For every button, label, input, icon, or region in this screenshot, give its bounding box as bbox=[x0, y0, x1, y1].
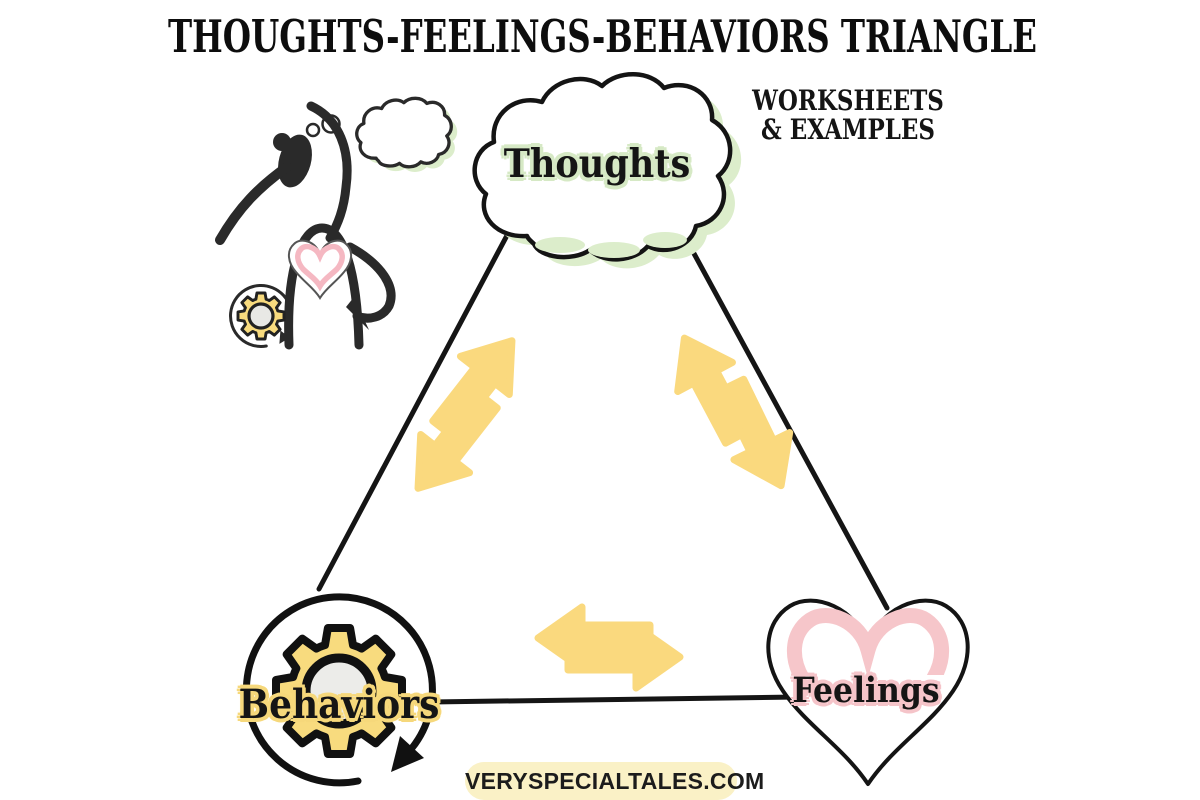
person-back bbox=[306, 101, 352, 243]
triangle-edges bbox=[316, 223, 890, 705]
node-label-feelings: Feelings bbox=[792, 670, 940, 711]
person-hair-bun bbox=[273, 133, 291, 151]
page-title: THOUGHTS-FEELINGS-BEHAVIORS TRIANGLE bbox=[167, 10, 1037, 63]
person-torso bbox=[284, 223, 364, 350]
cycle-arrowhead bbox=[391, 736, 424, 772]
bidirectional-arrows bbox=[394, 322, 809, 688]
node-label-behaviors: Behaviors bbox=[238, 681, 440, 728]
heart-icon bbox=[766, 598, 970, 786]
edge-behaviors-feelings bbox=[428, 694, 800, 705]
small-gear-cycle-icon bbox=[229, 283, 293, 348]
person-thinking-illustration bbox=[215, 96, 458, 350]
edge-thoughts-behaviors bbox=[316, 223, 515, 592]
gear-cycle-icon bbox=[242, 593, 436, 787]
node-label-thoughts: Thoughts bbox=[503, 141, 691, 187]
chest-heart-icon bbox=[288, 239, 352, 300]
gear-hub bbox=[301, 653, 377, 729]
thought-bubble-icon bbox=[355, 96, 458, 172]
chest-heart-inner bbox=[295, 243, 345, 292]
watermark-badge: VERYSPECIALTALES.COM bbox=[465, 762, 765, 800]
heart-inner-accent bbox=[786, 608, 950, 675]
bubble-dot-small bbox=[305, 122, 321, 138]
person-arm-akimbo bbox=[345, 242, 396, 323]
subtitle-line-2: & EXAMPLES bbox=[761, 113, 935, 146]
person-arm-to-head bbox=[215, 162, 292, 245]
watermark-text: VERYSPECIALTALES.COM bbox=[465, 768, 765, 794]
heart-outline bbox=[766, 598, 970, 786]
page-subtitle: WORKSHEETS & EXAMPLES bbox=[725, 86, 971, 144]
cycle-arrow-arc bbox=[242, 593, 436, 787]
subtitle-line-1: WORKSHEETS bbox=[752, 84, 944, 117]
person-hand bbox=[346, 297, 369, 330]
thought-cloud-icon bbox=[475, 74, 742, 269]
edge-thoughts-feelings bbox=[676, 223, 890, 611]
